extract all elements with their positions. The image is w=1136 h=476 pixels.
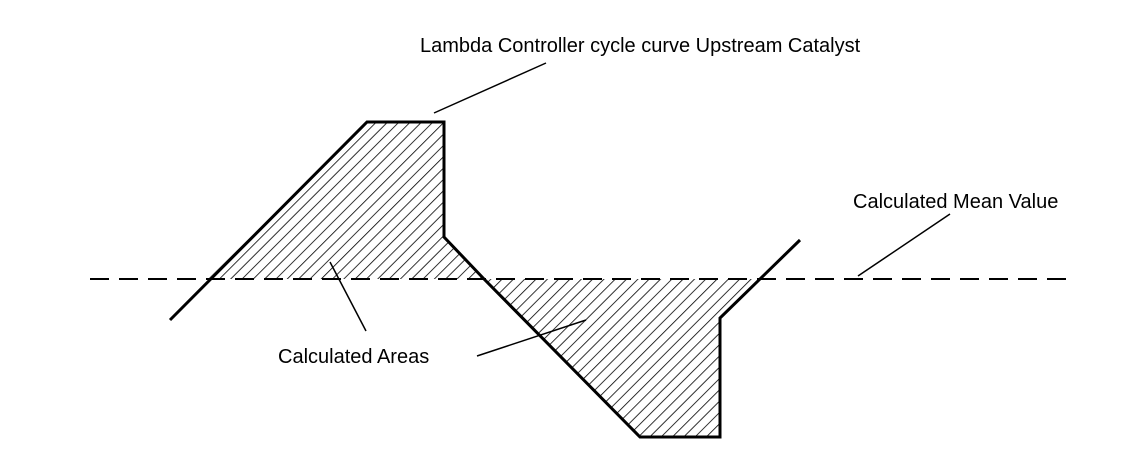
mean-leader-line — [857, 213, 951, 277]
curve-leader-line — [433, 62, 547, 114]
lower-hatched-area — [484, 279, 758, 437]
areas-leader-line-upper — [329, 261, 367, 332]
areas-label: Calculated Areas — [278, 346, 429, 368]
areas-leader-line-lower — [476, 319, 587, 357]
mean-value-label: Calculated Mean Value — [853, 191, 1058, 213]
curve-label: Lambda Controller cycle curve Upstream C… — [420, 35, 861, 57]
upper-hatched-area — [208, 122, 484, 279]
cycle-curve — [168, 120, 802, 439]
